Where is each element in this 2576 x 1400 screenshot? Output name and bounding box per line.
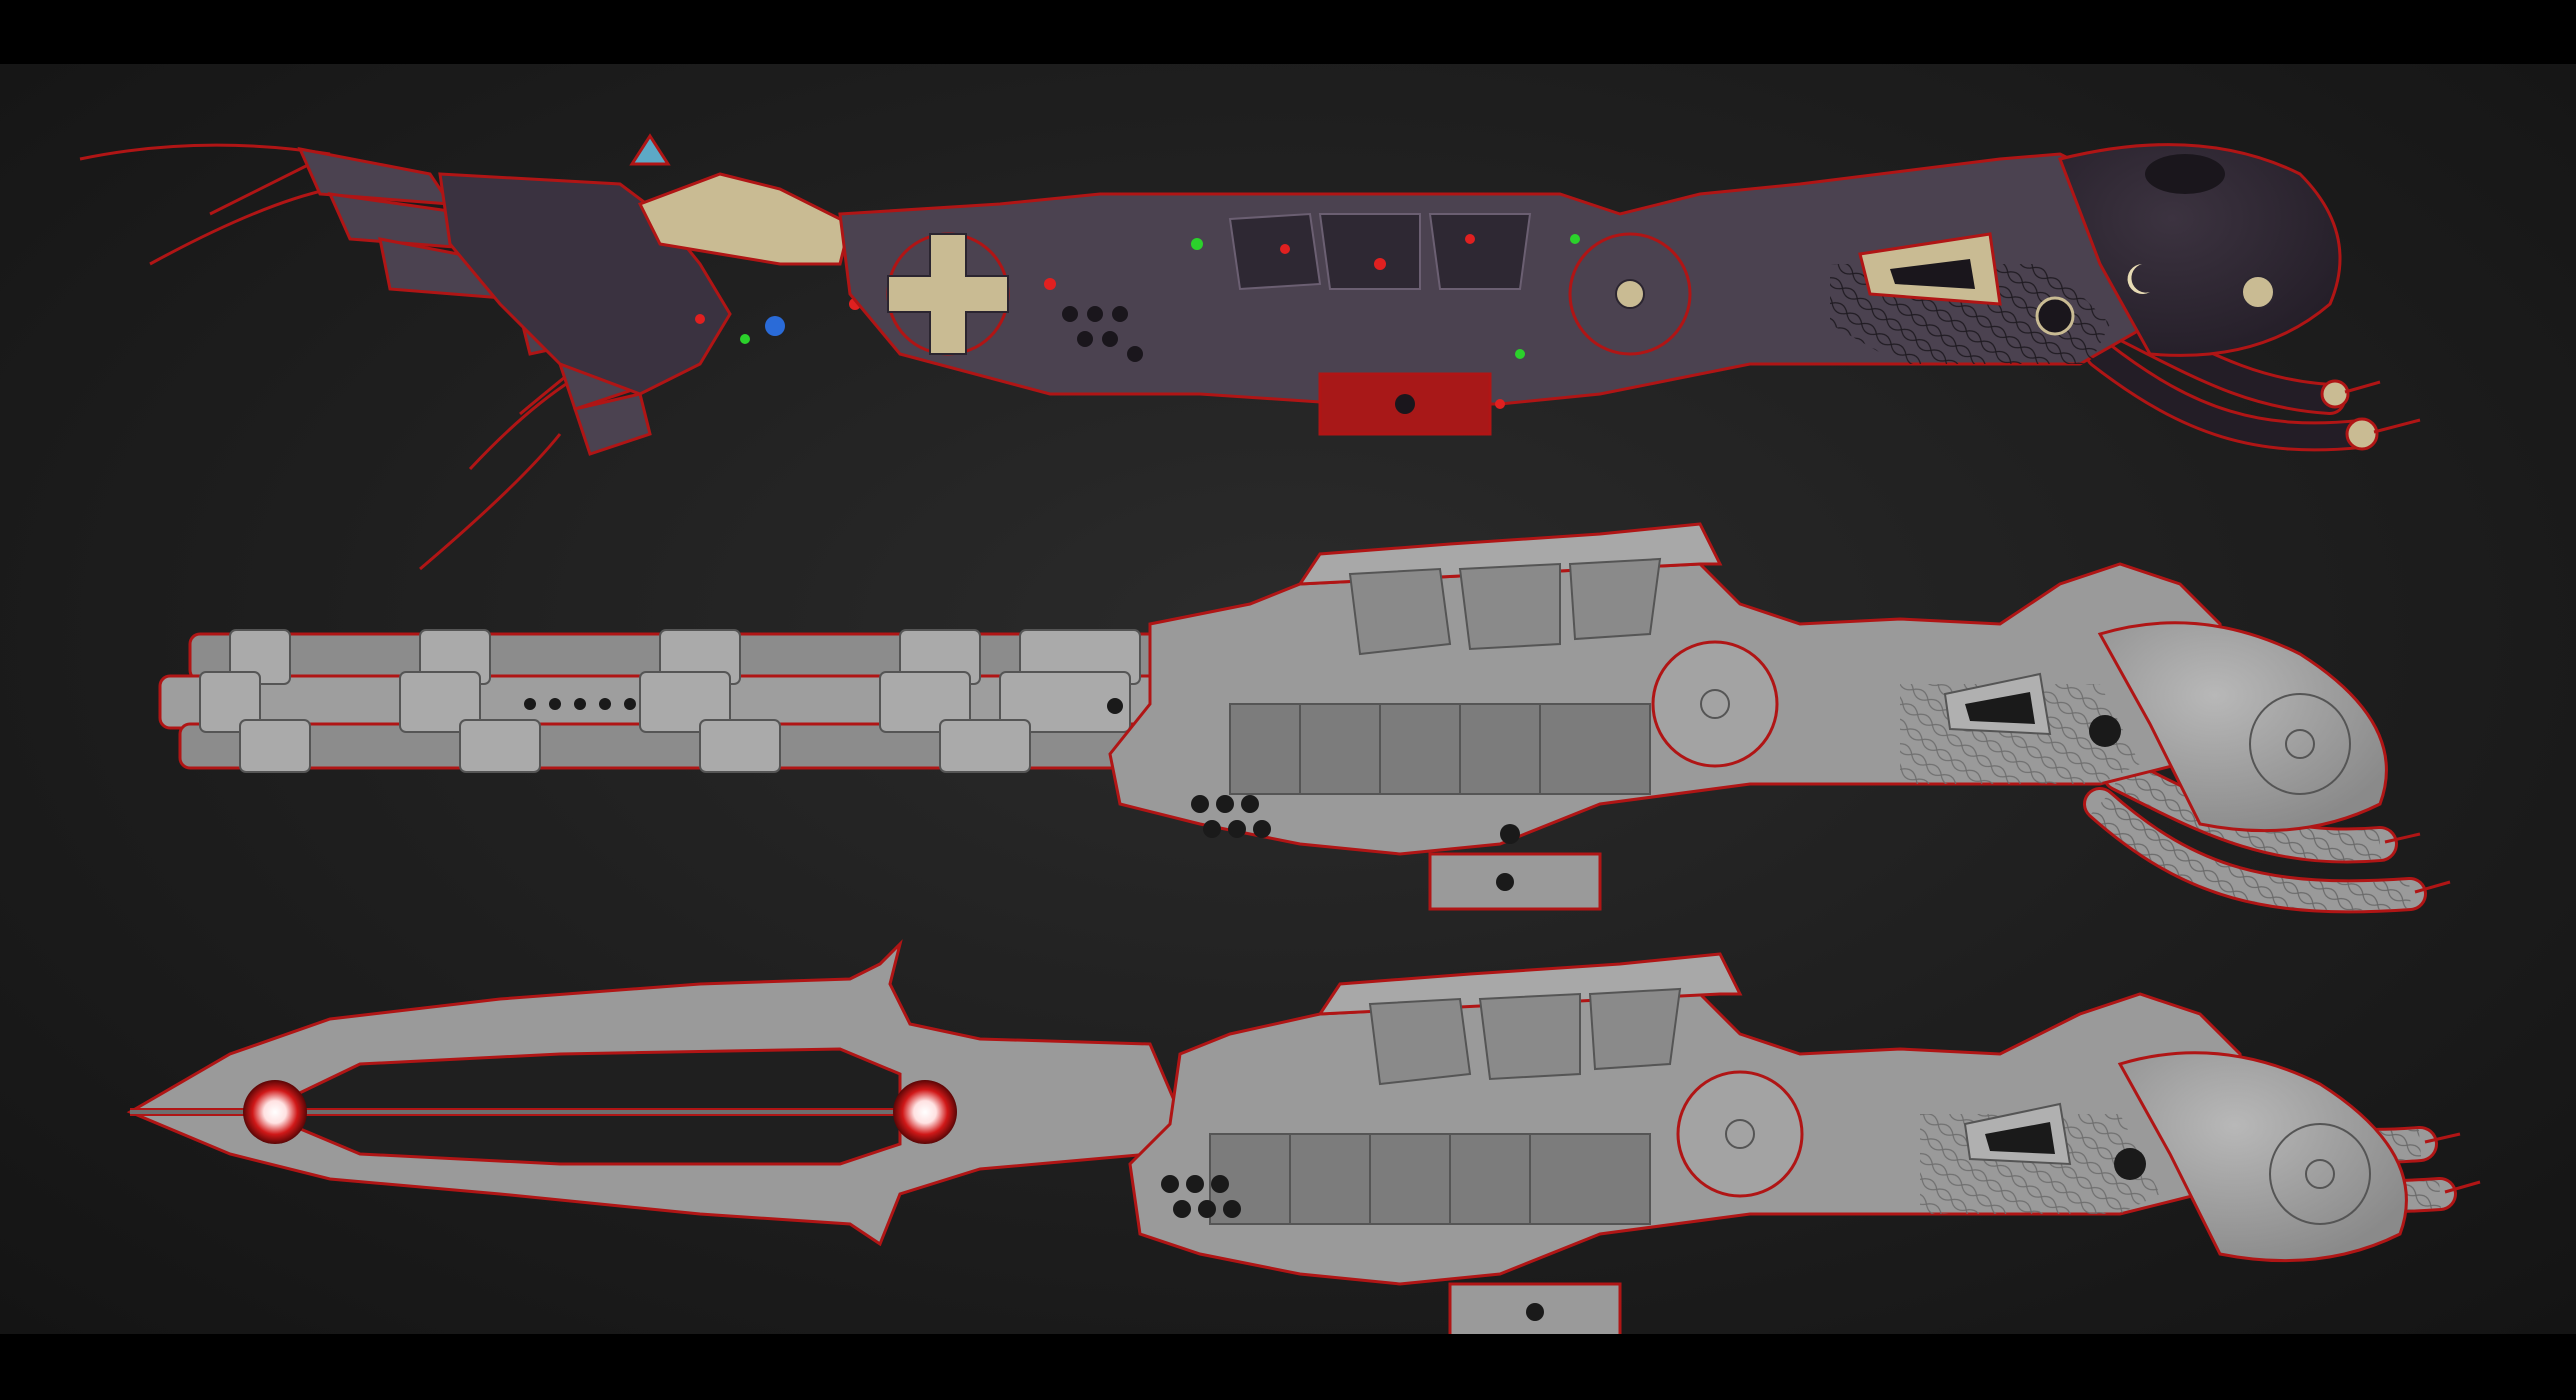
crystal-icon [629,133,671,166]
shoulder-bolt-icon [2241,275,2275,309]
claw-arm [79,133,2421,571]
gatling-barrels [158,629,1192,773]
cannon-panels [1348,557,1662,656]
glow-orb-icon [243,1080,307,1144]
wrist-plate [637,172,852,266]
green-light-icon [1570,234,1580,244]
cable-cap-icon [2320,379,2350,409]
blade-panels [1368,987,1682,1086]
shoulder-dome-blade [2117,1051,2408,1263]
weapon-sheet [79,133,2481,1334]
inner-mechanism-blade [1209,1133,1651,1225]
socket-icon [2114,1148,2146,1180]
vent-holes [1062,306,1143,362]
red-housing [1318,372,1492,436]
inner-mechanism [1229,703,1651,795]
blade-arm [126,939,2481,1334]
cross-joint [886,232,1010,356]
gatling-cannon [158,522,2451,914]
red-light-icon [1044,278,1056,290]
blade-vents [1161,1175,1241,1218]
green-light-icon [1515,349,1525,359]
glow-orb-icon [893,1080,957,1144]
red-light-icon [1495,399,1505,409]
cable-cap-icon [2345,417,2379,451]
green-light-icon [1191,238,1203,250]
elbow-disc-gray [1651,640,1779,768]
blue-light-icon [765,316,785,336]
red-light-icon [695,314,705,324]
elbow-disc-blade [1676,1070,1804,1198]
green-light-icon [740,334,750,344]
artwork-canvas [0,64,2576,1334]
red-light-icon [1465,234,1475,244]
blade-cutout [256,1047,902,1166]
letterbox-bottom [0,1334,2576,1400]
crescent-icon [2127,264,2150,294]
red-light-icon [1280,244,1290,254]
cannon-vents [1191,795,1520,844]
letterbox-top [0,0,2576,64]
shoulder-dome-gray [2097,621,2388,833]
socket-icon [2089,715,2121,747]
red-light-icon [1374,258,1386,270]
bottom-housing [1428,852,1602,911]
forearm-panels [1044,212,1580,409]
